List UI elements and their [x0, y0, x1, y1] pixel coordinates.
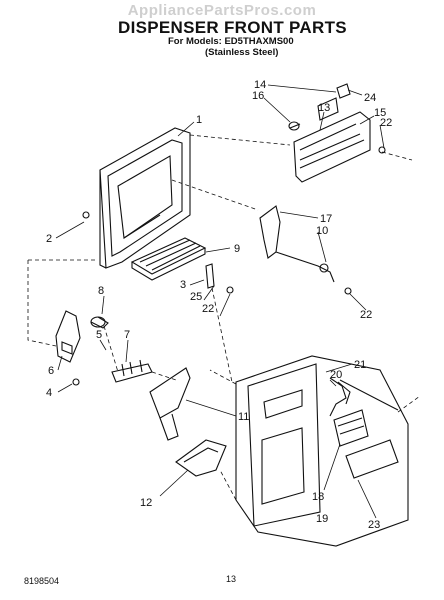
housing-part	[99, 127, 191, 269]
callout-24: 24	[364, 92, 376, 104]
callout-17: 17	[320, 213, 332, 225]
finish-line: (Stainless Steel)	[205, 47, 279, 58]
callout-3: 3	[180, 279, 186, 291]
callout-9: 9	[234, 243, 240, 255]
actuator-pad-part	[175, 439, 227, 477]
callout-13: 13	[318, 102, 330, 114]
callout-5: 5	[96, 329, 102, 341]
callout-15: 15	[374, 107, 386, 119]
callout-22-right: 22	[360, 309, 372, 321]
callout-21: 21	[354, 359, 366, 371]
page-number: 13	[226, 574, 237, 584]
callout-7: 7	[124, 329, 130, 341]
cylinder-part	[90, 316, 109, 329]
callout-20: 20	[330, 369, 342, 381]
paddle-arm-part	[149, 367, 191, 441]
document-code: 8198504	[24, 576, 60, 586]
callout-8: 8	[98, 285, 104, 297]
switch-board-part	[333, 409, 369, 447]
callout-25: 25	[190, 291, 202, 303]
bracket-part	[55, 310, 81, 363]
label-plate-part	[345, 439, 399, 479]
page-title: DISPENSER FRONT PARTS	[118, 18, 347, 37]
bracket-17-part	[259, 205, 352, 295]
callout-4: 4	[46, 387, 52, 399]
model-line: For Models: ED5THAXMS00	[168, 36, 294, 47]
leader-lines	[55, 84, 385, 519]
drip-tray-part	[130, 237, 207, 281]
callout-18: 18	[312, 491, 324, 503]
assembly-lines	[27, 134, 421, 501]
callout-labels: 1 2 3 4 5 6 7 8 9 10 11 12 13 14 15 16 1…	[46, 79, 392, 531]
callout-10: 10	[316, 225, 328, 237]
wire-harness-part	[329, 377, 351, 417]
callout-2: 2	[46, 233, 52, 245]
callout-23: 23	[368, 519, 380, 531]
callout-11: 11	[238, 411, 249, 423]
callout-14: 14	[254, 79, 266, 91]
watermark: AppliancePartsPros.com	[127, 2, 317, 19]
callout-12: 12	[140, 497, 152, 509]
door-panel-part	[235, 355, 409, 547]
callout-22-center: 22	[202, 303, 214, 315]
upper-module-part	[288, 83, 386, 183]
callout-16: 16	[252, 90, 264, 102]
screws-center	[72, 211, 234, 386]
hinge-part	[111, 359, 153, 383]
callout-19: 19	[316, 513, 328, 525]
callout-22-top: 22	[380, 117, 392, 129]
callout-6: 6	[48, 365, 54, 377]
callout-1: 1	[196, 114, 202, 126]
